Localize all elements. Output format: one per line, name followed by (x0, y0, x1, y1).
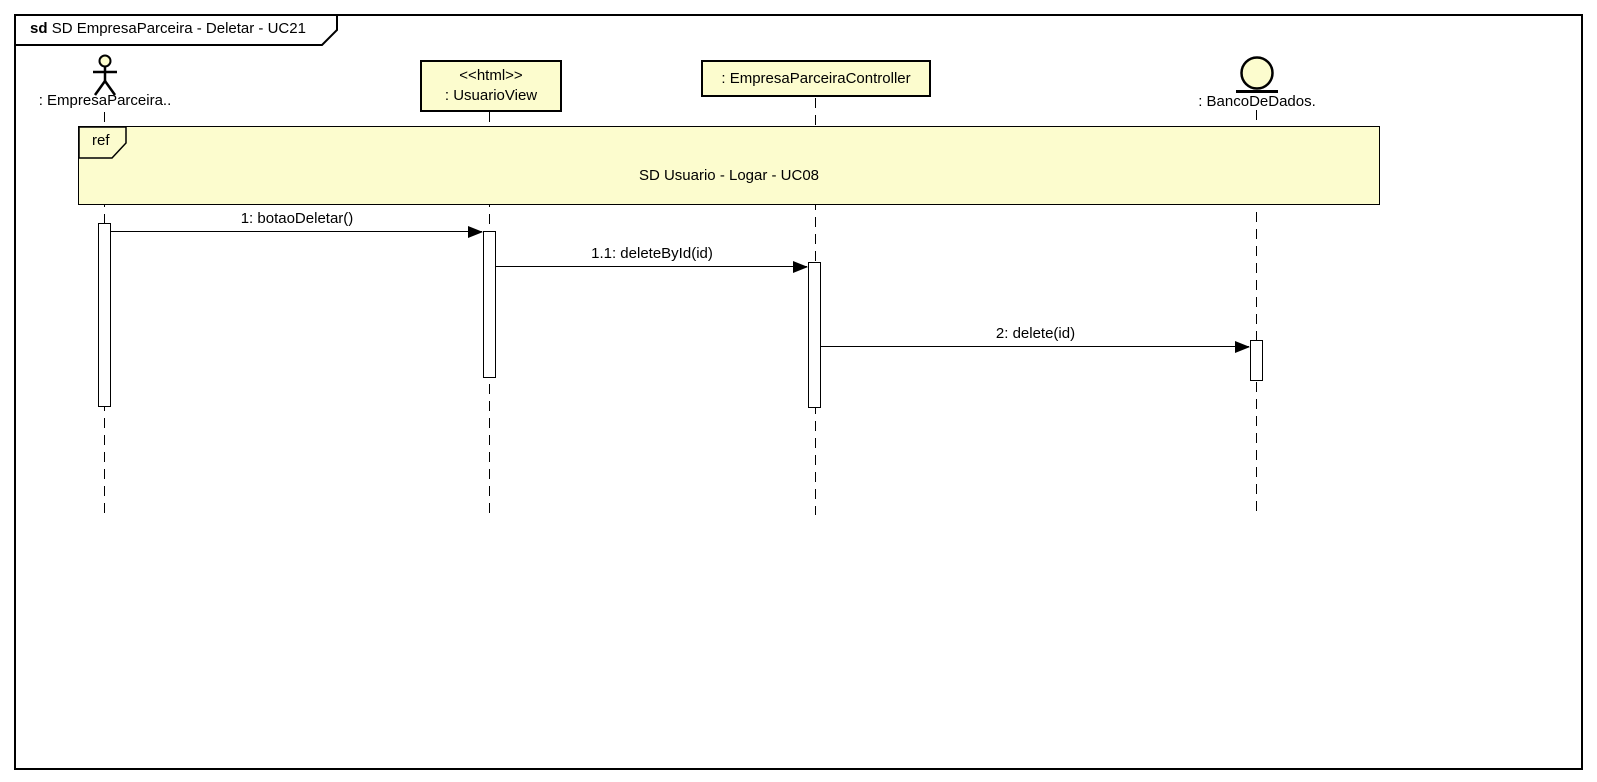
message-1: 1: botaoDeletar() (111, 208, 483, 238)
message-1-1: 1.1: deleteById(id) (496, 243, 808, 273)
message-2-line (821, 345, 1249, 347)
message-2: 2: delete(id) (821, 323, 1250, 353)
message-1-label: 1: botaoDeletar() (240, 210, 354, 227)
lifeline-label-banco-de-dados: : BancoDeDados. (1198, 93, 1316, 110)
frame-title-tab (14, 14, 338, 46)
message-1-1-label: 1.1: deleteById(id) (591, 245, 713, 262)
ref-operator-label: ref (92, 132, 110, 149)
frame-title: sd SD EmpresaParceira - Deletar - UC21 (30, 20, 306, 37)
lifeline-label-empresa-parceira-controller: : EmpresaParceiraController (721, 69, 911, 87)
lifeline-label-empresa-parceira: : EmpresaParceira.. (38, 92, 172, 109)
message-1-1-arrowhead-icon (793, 260, 808, 273)
activation-usuario-view (483, 231, 496, 378)
message-2-arrowhead-icon (1235, 340, 1250, 353)
entity-icon (1236, 56, 1278, 93)
lifeline-label-usuario-view: : UsuarioView (444, 87, 538, 104)
stereotype-label: <<html>> (459, 67, 523, 84)
activation-empresa-parceira (98, 223, 111, 407)
lifeline-head-usuario-view: <<html>> : UsuarioView (420, 60, 562, 112)
ref-fragment-label: SD Usuario - Logar - UC08 (638, 167, 820, 184)
lifeline-banco-de-dados (1256, 110, 1257, 515)
activation-banco-de-dados (1250, 340, 1263, 381)
message-1-1-line (496, 265, 807, 267)
message-1-arrowhead-icon (468, 225, 483, 238)
frame-keyword: sd (30, 20, 48, 37)
ref-pentagon (78, 126, 127, 159)
message-1-line (111, 230, 482, 232)
frame-title-text: SD EmpresaParceira - Deletar - UC21 (51, 20, 306, 37)
activation-empresa-parceira-controller (808, 262, 821, 408)
ref-fragment: ref SD Usuario - Logar - UC08 (78, 126, 1380, 205)
message-2-label: 2: delete(id) (995, 325, 1076, 342)
actor-icon (93, 54, 117, 96)
lifeline-head-empresa-parceira-controller: : EmpresaParceiraController (701, 60, 931, 97)
